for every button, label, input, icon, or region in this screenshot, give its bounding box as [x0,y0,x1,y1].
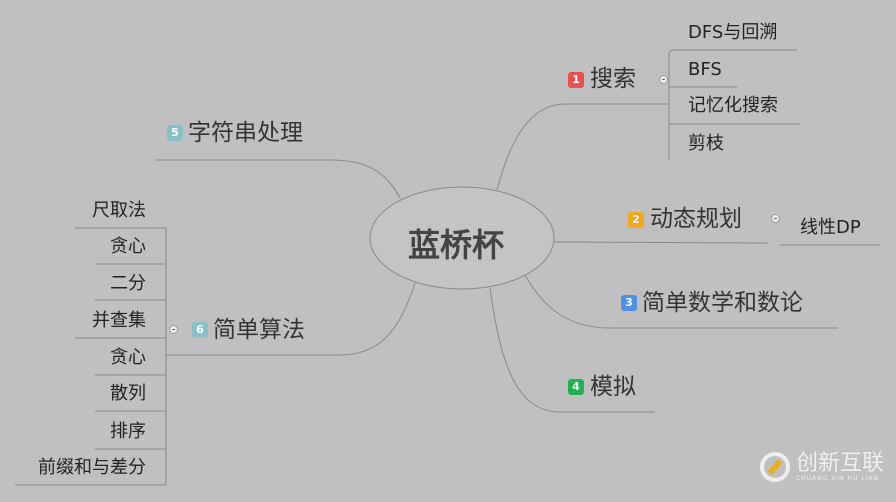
subtopic[interactable]: 贪心 [110,236,146,257]
subtopic[interactable]: 剪枝 [688,133,724,154]
collapse-icon[interactable] [169,325,178,334]
collapse-icon[interactable] [771,214,780,223]
connector-dp [553,241,769,244]
topic-search[interactable]: 搜索 [590,66,636,92]
connector-algo [165,282,416,356]
priority-2-icon: 2 [628,212,644,228]
subtopic[interactable]: 线性DP [800,217,861,238]
topic-simulation[interactable]: 模拟 [590,374,636,400]
connector-sim [489,287,655,413]
subtopic[interactable]: 排序 [110,421,146,442]
subtopic[interactable]: BFS [688,59,722,80]
subtopic[interactable]: 尺取法 [92,200,146,221]
watermark-pinyin: CHUANG XIN HU LIAN [796,474,880,482]
priority-6-icon: 6 [192,322,208,338]
connector-search [496,103,668,191]
topic-dp[interactable]: 动态规划 [650,206,742,232]
central-topic[interactable]: 蓝桥杯 [408,226,505,264]
connector-math [524,274,838,329]
subtopic[interactable]: 记忆化搜索 [688,95,778,116]
logo-icon [760,452,790,482]
priority-5-icon: 5 [167,125,183,141]
topic-algorithms[interactable]: 简单算法 [213,317,305,343]
watermark-name: 创新互联 [796,450,885,476]
subtopic[interactable]: 并查集 [92,310,146,331]
topic-string[interactable]: 字符串处理 [188,120,303,146]
priority-1-icon: 1 [568,72,584,88]
central-topic-shape[interactable] [369,186,555,290]
bracket-algo [15,227,167,486]
priority-4-icon: 4 [568,379,584,395]
subtopic[interactable]: 散列 [110,383,146,404]
subtopic[interactable]: 二分 [110,273,146,294]
subtopic[interactable]: 前缀和与差分 [38,457,146,478]
topic-math[interactable]: 简单数学和数论 [642,290,803,316]
watermark-logo: 创新互联 CHUANG XIN HU LIAN [760,452,884,482]
subtopic[interactable]: DFS与回溯 [688,22,778,43]
subtopic[interactable]: 贪心 [110,347,146,368]
collapse-icon[interactable] [659,75,668,84]
bracket-search [668,49,800,160]
connector-string [155,159,401,199]
priority-3-icon: 3 [621,295,637,311]
